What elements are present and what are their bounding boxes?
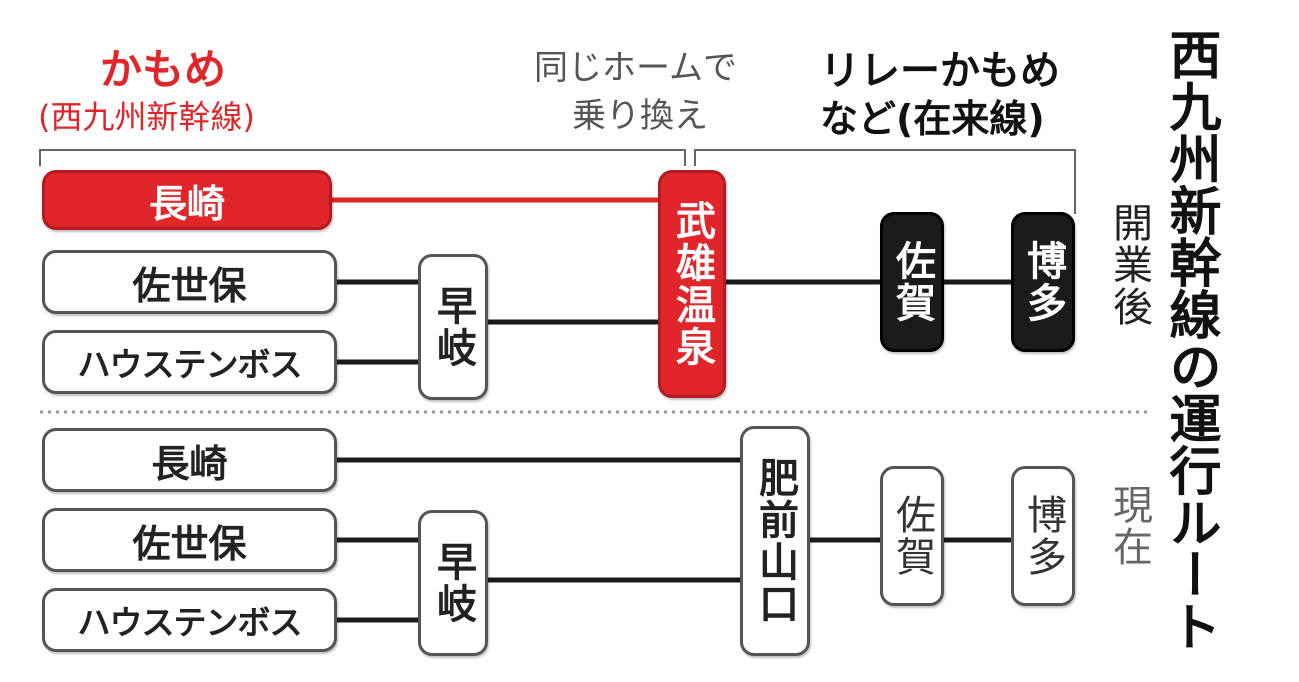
station-nagasaki-after: 長崎 xyxy=(42,170,332,230)
shinkansen-name: かもめ xyxy=(100,45,227,94)
station-takeo-onsen: 武雄温泉 xyxy=(658,170,726,398)
station-haiki-current: 早岐 xyxy=(418,510,488,656)
shinkansen-line-label: (西九州新幹線) xyxy=(38,98,255,136)
section-label-current: 現在 xyxy=(1106,484,1152,568)
shinkansen-bracket xyxy=(39,149,686,166)
station-sasebo-after: 佐世保 xyxy=(42,250,337,314)
station-saga-after: 佐賀 xyxy=(880,212,944,352)
transfer-note-line-1: 同じホームで xyxy=(534,48,737,88)
station-haiki-after: 早岐 xyxy=(418,254,488,400)
conventional-bracket xyxy=(694,149,1076,214)
transfer-note-line-2: 乗り換え xyxy=(572,96,708,136)
side-title: 西九州新幹線の運行ルート xyxy=(1160,28,1220,652)
section-label-after: 開業後 xyxy=(1106,202,1152,328)
station-hizen-yamaguchi: 肥前山口 xyxy=(740,426,810,656)
station-saga-current: 佐賀 xyxy=(880,466,944,606)
station-huis-ten-bosch-after: ハウステンボス xyxy=(42,330,337,394)
station-hakata-after: 博多 xyxy=(1011,212,1075,352)
station-hakata-current: 博多 xyxy=(1011,466,1075,606)
station-sasebo-current: 佐世保 xyxy=(42,508,337,572)
station-nagasaki-current: 長崎 xyxy=(42,428,337,492)
station-huis-ten-bosch-current: ハウステンボス xyxy=(42,588,337,652)
relay-name: リレーかもめ xyxy=(820,48,1060,94)
relay-line-label: など(在来線) xyxy=(820,97,1045,141)
